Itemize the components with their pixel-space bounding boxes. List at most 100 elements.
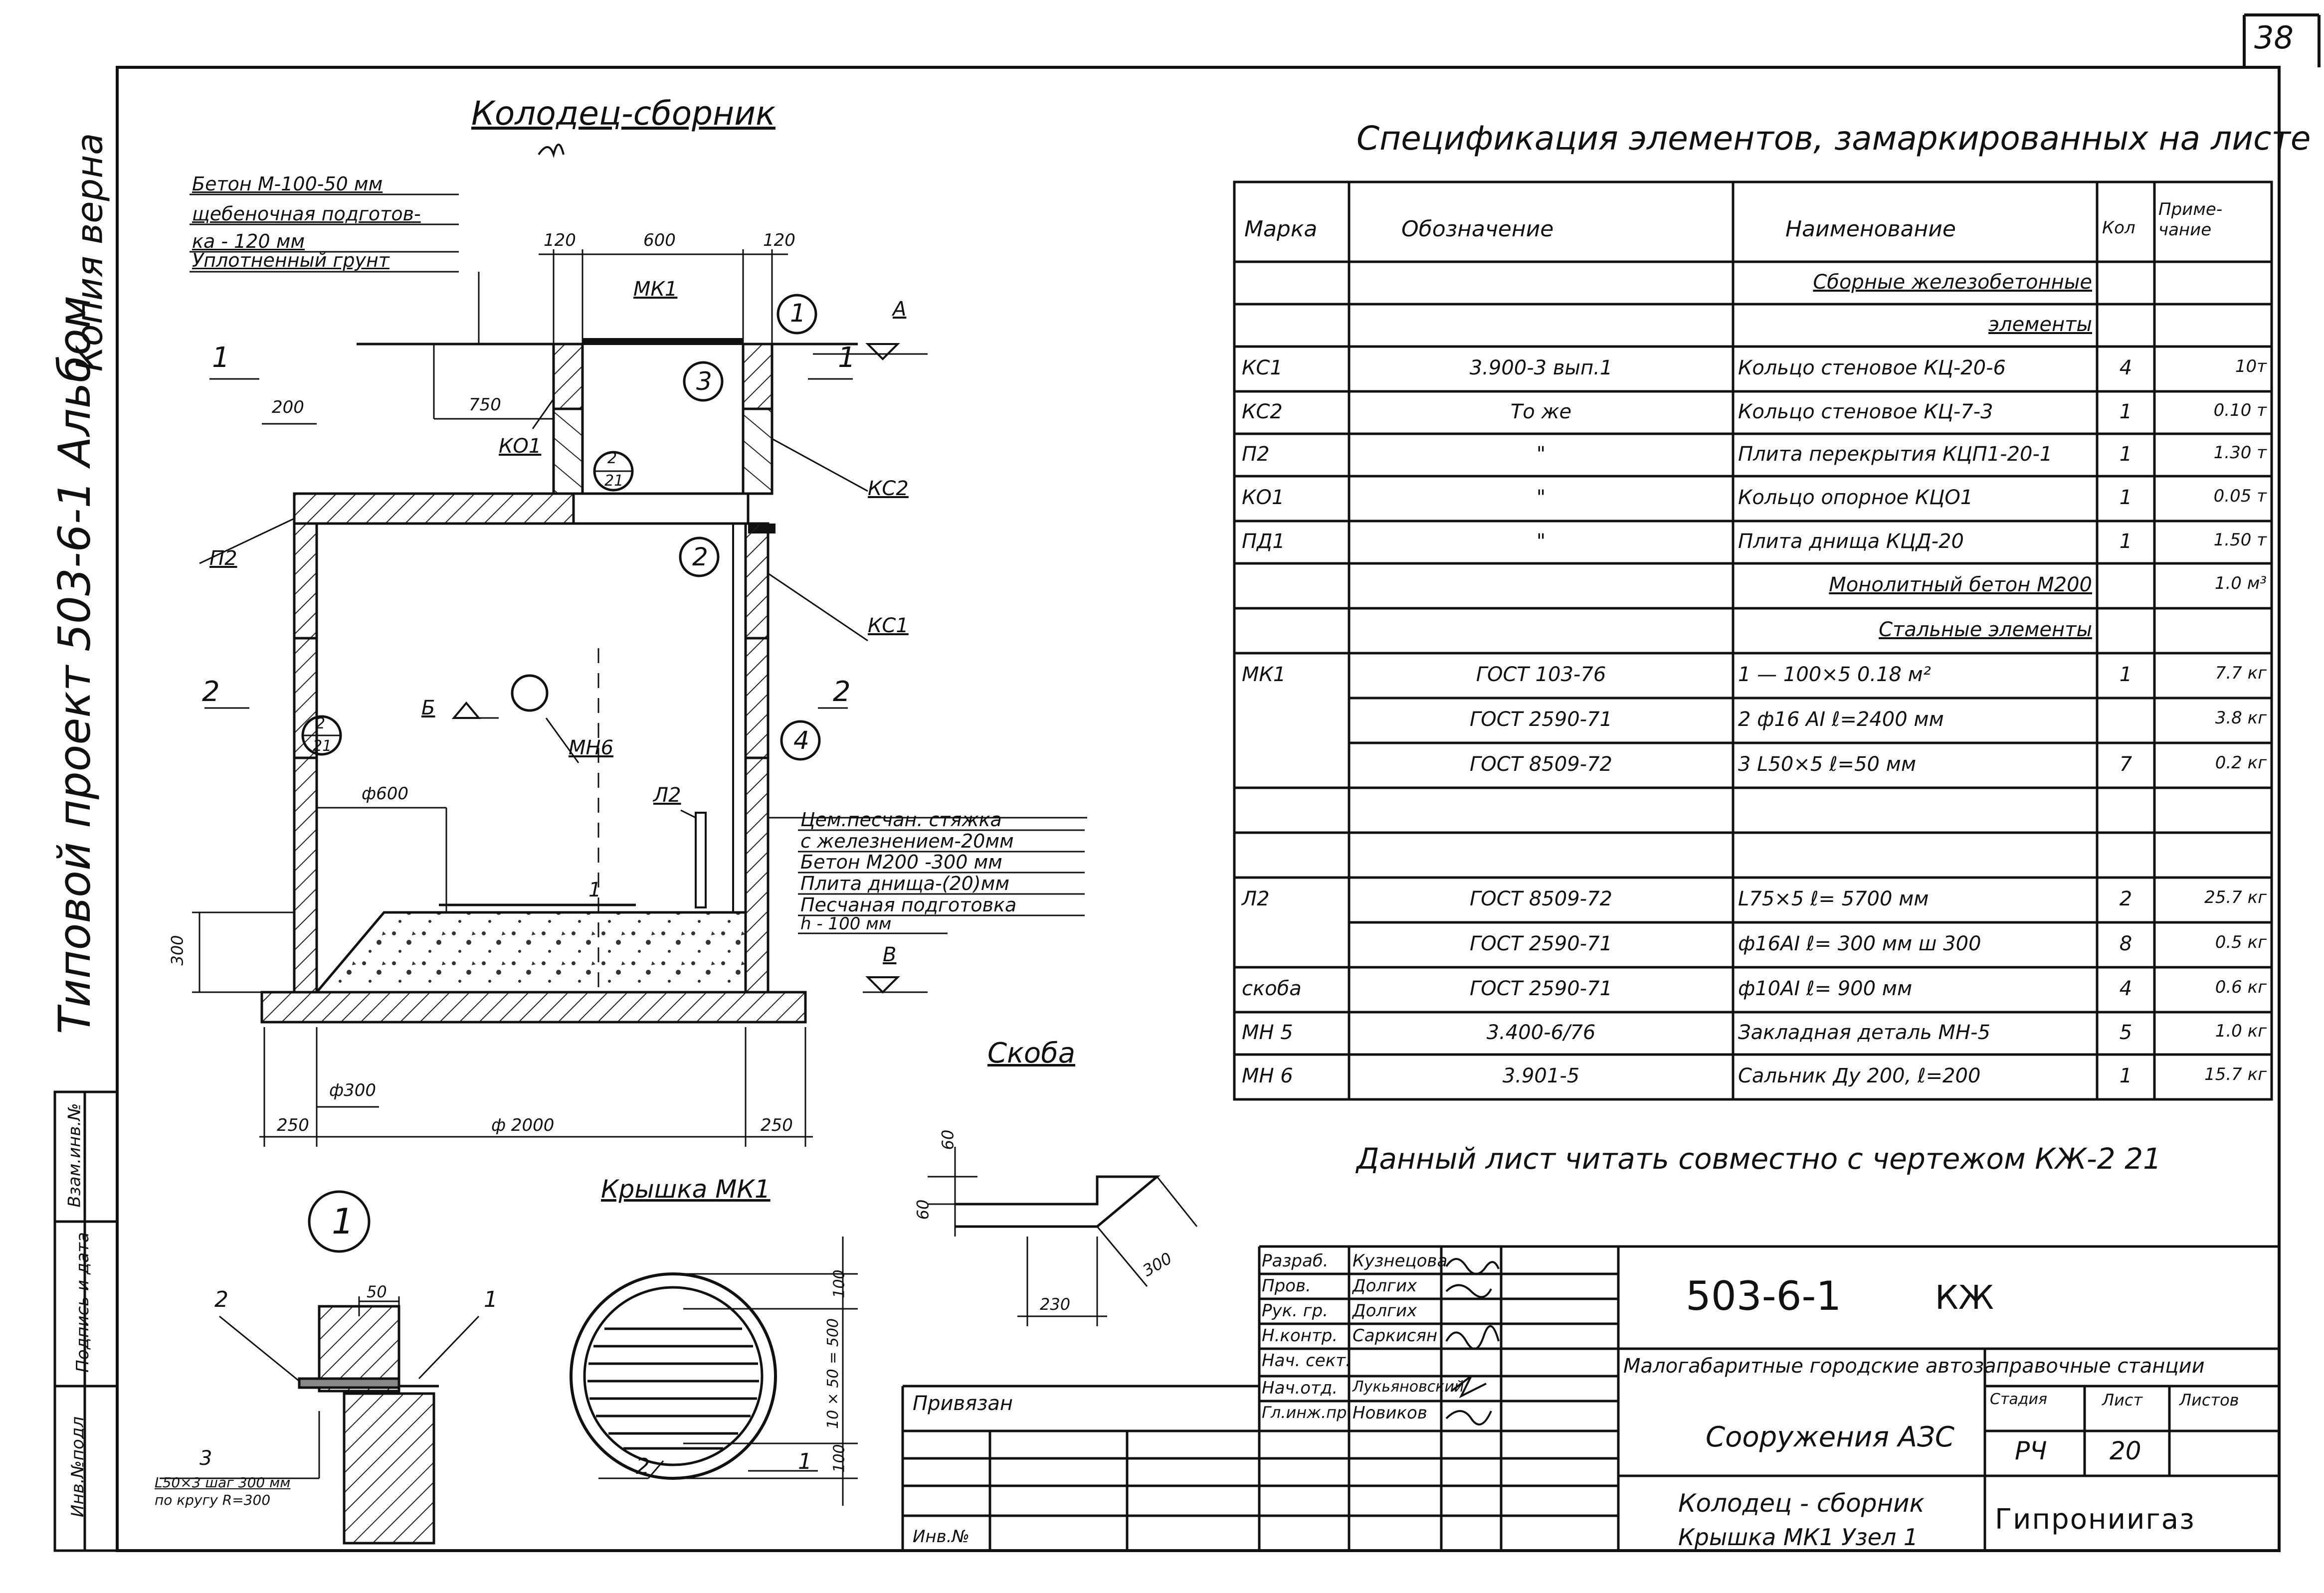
spec-cell-oboz: 3.400-6/76 <box>1486 1021 1596 1044</box>
tb-subject: Малогабаритные городские автозаправочные… <box>1623 1355 2205 1378</box>
layer-3: ка - 120 мм <box>192 230 305 252</box>
fraction-top-num: 2 <box>607 450 617 467</box>
well-title: Колодец-сборник <box>471 94 775 133</box>
read-together-note: Данный лист читать совместно с чертежом … <box>1356 1142 2161 1176</box>
spec-cell-naim: Плита перекрытия КЦП1-20-1 <box>1738 442 2053 466</box>
dim-600: 600 <box>643 230 676 250</box>
spec-cell-oboz: ГОСТ 103-76 <box>1476 663 1606 686</box>
margin-box-vzam: Взам.инв.№ <box>64 1103 85 1208</box>
tb-sheet-title-2: Крышка МК1 Узел 1 <box>1678 1524 1919 1551</box>
detail1-note-2: по кругу R=300 <box>155 1492 271 1508</box>
label-kc2: КС2 <box>868 477 909 500</box>
spec-cell-kol: 1 <box>2119 400 2132 423</box>
tb-stage: РЧ <box>2015 1436 2047 1465</box>
spec-cell-naim: 3 L50×5 ℓ=50 мм <box>1738 753 1917 776</box>
spec-cell-oboz: ГОСТ 8509-72 <box>1470 887 1612 910</box>
spec-cell-oboz: ГОСТ 2590-71 <box>1470 932 1612 955</box>
label-b: Б <box>421 697 435 719</box>
margin-box-inv: Инв.№подл <box>68 1416 88 1518</box>
spec-cell-prim: 1.0 м³ <box>2214 573 2267 593</box>
tb-inv: Инв.№ <box>913 1527 969 1547</box>
spec-cell-prim: 10т <box>2235 356 2267 376</box>
spec-cell-oboz: " <box>1536 442 1546 466</box>
left-margin-boxes <box>53 1090 119 1552</box>
callout-3: 3 <box>696 367 712 396</box>
spec-cell-prim: 1.30 т <box>2213 442 2267 463</box>
tb-name-6: Новиков <box>1353 1403 1427 1423</box>
spec-cell-prim: 3.8 кг <box>2215 708 2267 728</box>
label-l2: Л2 <box>653 784 681 807</box>
spec-cell-oboz: То же <box>1510 400 1572 423</box>
spec-cell-naim: L75×5 ℓ= 5700 мм <box>1738 887 1929 910</box>
spec-cell-naim: Стальные элементы <box>1879 618 2092 641</box>
spec-cell-naim: Кольцо стеновое КЦ-20-6 <box>1738 356 2006 379</box>
label-v: В <box>883 943 897 966</box>
spec-title: Спецификация элементов, замаркированных … <box>1356 119 2311 158</box>
detail1-circle-label: 1 <box>332 1201 354 1242</box>
spec-cell-naim: Кольцо опорное КЦО1 <box>1738 486 1973 509</box>
label-a: А <box>893 298 907 321</box>
spec-cell-naim: элементы <box>1988 313 2092 336</box>
margin-box-sign: Подпись и дата <box>72 1232 93 1373</box>
kryshka-title: Крышка МК1 <box>601 1175 771 1204</box>
spec-cell-oboz: 3.901-5 <box>1502 1064 1580 1087</box>
spec-cell-marka: КС1 <box>1242 356 1283 379</box>
fraction-left-num: 2 <box>316 715 326 732</box>
spec-cell-prim: 0.6 кг <box>2215 977 2267 997</box>
tb-building: Сооружения АЗС <box>1706 1421 1955 1453</box>
spec-header-prim: Приме-чание <box>2158 199 2223 240</box>
spec-cell-oboz: " <box>1536 530 1546 553</box>
tb-sheet: 20 <box>2110 1436 2141 1465</box>
spec-header-naim: Наименование <box>1785 216 1956 242</box>
dim-120-right: 120 <box>763 230 795 250</box>
spec-cell-naim: Закладная деталь МН-5 <box>1738 1021 1990 1044</box>
spec-cell-prim: 15.7 кг <box>2204 1064 2267 1084</box>
dim-phi2000: ф 2000 <box>491 1115 555 1135</box>
spec-cell-marka: КО1 <box>1242 486 1285 509</box>
tb-role-6: Гл.инж.пр. <box>1262 1403 1352 1422</box>
spec-cell-naim: Сальник Ду 200, ℓ=200 <box>1738 1064 1981 1087</box>
spec-cell-kol: 2 <box>2119 887 2132 910</box>
spec-cell-kol: 1 <box>2119 1064 2132 1087</box>
spec-cell-marka: Л2 <box>1242 887 1270 910</box>
skoba-title: Скоба <box>987 1037 1076 1069</box>
spec-cell-marka: КС2 <box>1242 400 1283 423</box>
spec-cell-oboz: ГОСТ 2590-71 <box>1470 977 1612 1000</box>
spec-cell-prim: 0.5 кг <box>2215 932 2267 952</box>
tb-role-2: Рук. гр. <box>1262 1301 1329 1321</box>
detail1-label-2: 2 <box>214 1287 228 1312</box>
spec-cell-kol: 1 <box>2119 486 2132 509</box>
tb-role-5: Нач.отд. <box>1262 1378 1338 1398</box>
spec-cell-marka: МН 6 <box>1242 1064 1293 1087</box>
spec-cell-prim: 0.05 т <box>2213 486 2267 506</box>
spec-cell-marka: П2 <box>1242 442 1270 466</box>
kryshka-label-2: 2 <box>636 1454 650 1479</box>
spec-cell-naim: Монолитный бетон М200 <box>1829 573 2092 596</box>
spec-cell-marka: МН 5 <box>1242 1021 1293 1044</box>
tb-stage-header: Стадия <box>1990 1391 2048 1408</box>
section-mark-1-left: 1 <box>212 342 230 374</box>
dim-phi600: ф600 <box>362 784 408 804</box>
sheet-frame <box>116 66 2281 1552</box>
spec-cell-marka: МК1 <box>1242 663 1286 686</box>
detail1-note-1: L50×3 шаг 300 мм <box>155 1474 291 1491</box>
callout-4: 4 <box>793 726 809 755</box>
skoba-dim-60b: 60 <box>913 1199 933 1220</box>
fraction-top-den: 21 <box>604 472 624 490</box>
tb-name-1: Долгих <box>1353 1276 1417 1296</box>
kryshka-mk1 <box>570 1237 858 1506</box>
kryshka-dim-middle: 10 × 50 = 500 <box>824 1318 842 1429</box>
kryshka-label-1: 1 <box>798 1449 812 1474</box>
detail1-label-1: 1 <box>484 1287 498 1312</box>
spec-cell-oboz: ГОСТ 2590-71 <box>1470 708 1612 731</box>
skoba-dim-60a: 60 <box>938 1129 958 1150</box>
tb-sheet-title-1: Колодец - сборник <box>1678 1489 1925 1518</box>
spec-cell-naim: ф16АI ℓ= 300 мм ш 300 <box>1738 932 1981 955</box>
layer-2: щебеночная подготов- <box>192 203 421 225</box>
screed-note-2: с железнением-20мм <box>800 830 1014 852</box>
well-section <box>190 193 1087 1147</box>
spec-cell-kol: 1 <box>2119 442 2132 466</box>
tb-name-3: Саркисян <box>1353 1326 1438 1346</box>
detail-1 <box>160 1190 480 1545</box>
callout-2: 2 <box>692 542 708 571</box>
